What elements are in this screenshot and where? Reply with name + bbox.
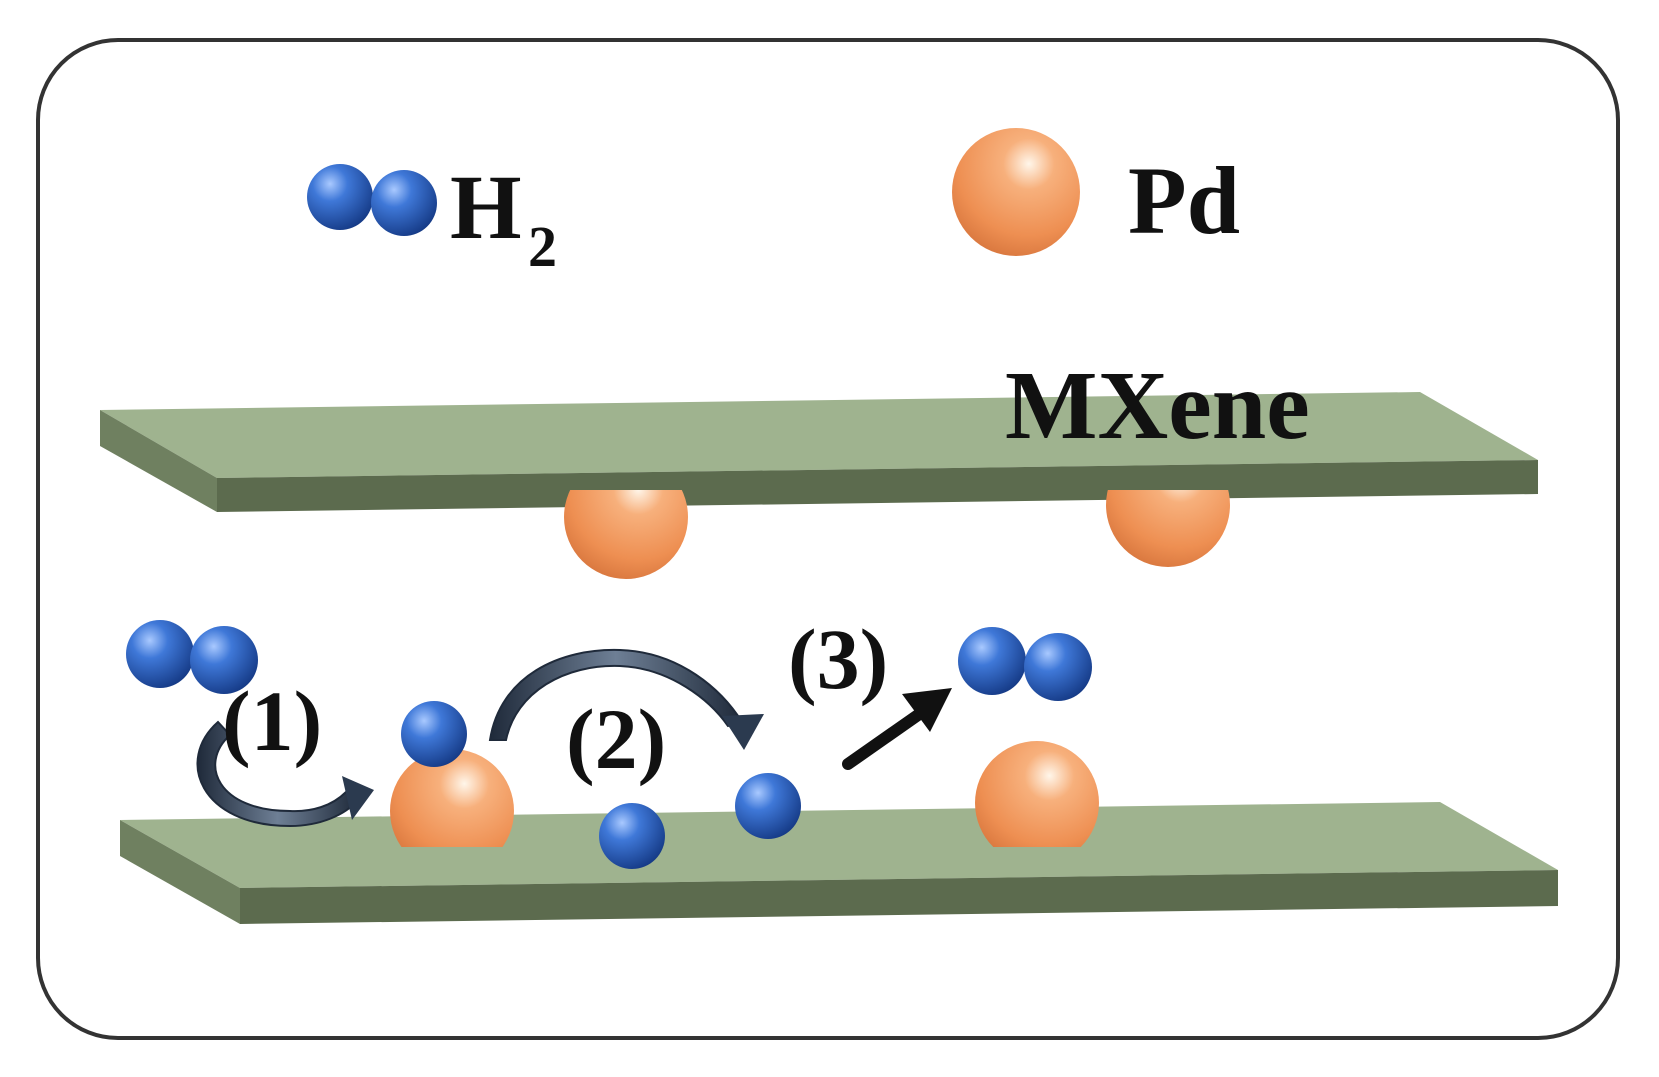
step3-label: (3) [788,611,888,707]
hydrogen-atom [735,773,801,839]
mxene-label: MXene [1005,352,1310,460]
hydrogen-molecule-icon [307,164,437,236]
step2-curved-arrow-icon [488,648,764,750]
step2-label: (2) [566,691,666,787]
palladium-atom [390,749,514,847]
outgoing-h2-molecule [958,627,1092,701]
upper-palladium-atoms [564,490,1230,579]
legend-palladium: Pd [952,128,1240,256]
palladium-atom [564,490,688,579]
legend-h2-label: H [450,156,522,258]
legend-pd-label: Pd [1128,147,1240,254]
palladium-atom [1106,490,1230,567]
legend-h2-subscript: 2 [528,214,557,279]
lower-mxene-sheet [120,802,1558,924]
lower-palladium-atoms [390,741,1099,847]
upper-mxene-sheet [100,392,1538,512]
palladium-atom-icon [952,128,1080,256]
step1-curved-arrow-icon [196,720,374,828]
step3-straight-arrow-icon [842,688,952,770]
palladium-atom [975,741,1099,847]
hydrogen-atom [401,701,467,767]
incoming-h2-molecule [126,620,258,694]
hydrogen-atom [599,803,665,869]
legend-hydrogen: H 2 [307,156,557,279]
step1-label: (1) [222,673,322,769]
